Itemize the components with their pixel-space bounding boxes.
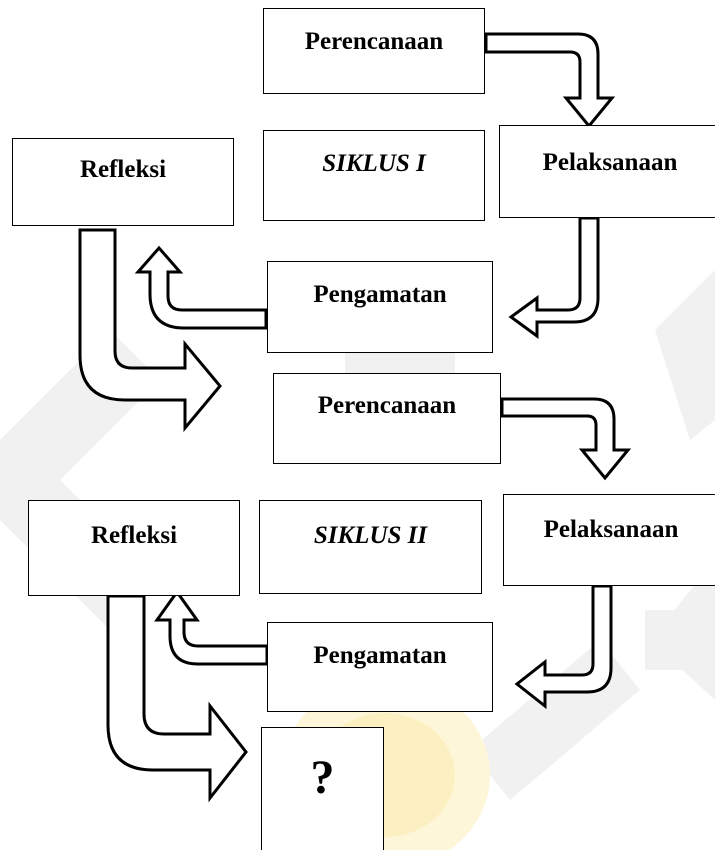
cycle2-observing-label: Pengamatan [313,642,447,669]
cycle1-acting-label: Pelaksanaan [542,149,678,176]
cycle1-planning-box: Perencanaan [263,8,485,94]
cycle1-reflecting-box: Refleksi [12,138,234,226]
cycle2-title-box: SIKLUS II [259,500,482,594]
cycle2-acting-box: Pelaksanaan [503,494,715,586]
cycle2-reflecting-label: Refleksi [90,522,178,549]
cycle1-title-box: SIKLUS I [263,130,485,221]
cycle1-reflecting-label: Refleksi [79,156,167,183]
arrow-planning-to-acting-2 [500,397,632,481]
arrow-acting-to-observing-1 [508,216,600,339]
cycle2-planning-label: Perencanaan [317,392,457,419]
cycle1-observing-box: Pengamatan [267,261,493,353]
arrow-observing-to-reflecting-1 [134,245,268,330]
arrow-acting-to-observing-2 [514,584,613,710]
cycle1-title-label: SIKLUS I [322,150,426,177]
cycle2-acting-label: Pelaksanaan [543,516,679,543]
arrow-reflecting-to-planning-2 [78,228,222,433]
arrow-reflecting-to-next-cycle [106,594,248,803]
cycle2-planning-box: Perencanaan [273,373,501,464]
cycle2-observing-box: Pengamatan [267,622,493,712]
cycle2-title-label: SIKLUS II [313,522,428,549]
cycle1-observing-label: Pengamatan [313,281,447,308]
cycle2-reflecting-box: Refleksi [28,500,240,596]
cycle1-planning-label: Perencanaan [304,28,444,55]
arrow-planning-to-acting-1 [484,32,616,129]
next-step-label: ? [310,751,335,804]
next-step-box: ? [261,727,384,850]
cycle1-acting-box: Pelaksanaan [499,125,715,218]
arrow-observing-to-reflecting-2 [154,589,269,666]
